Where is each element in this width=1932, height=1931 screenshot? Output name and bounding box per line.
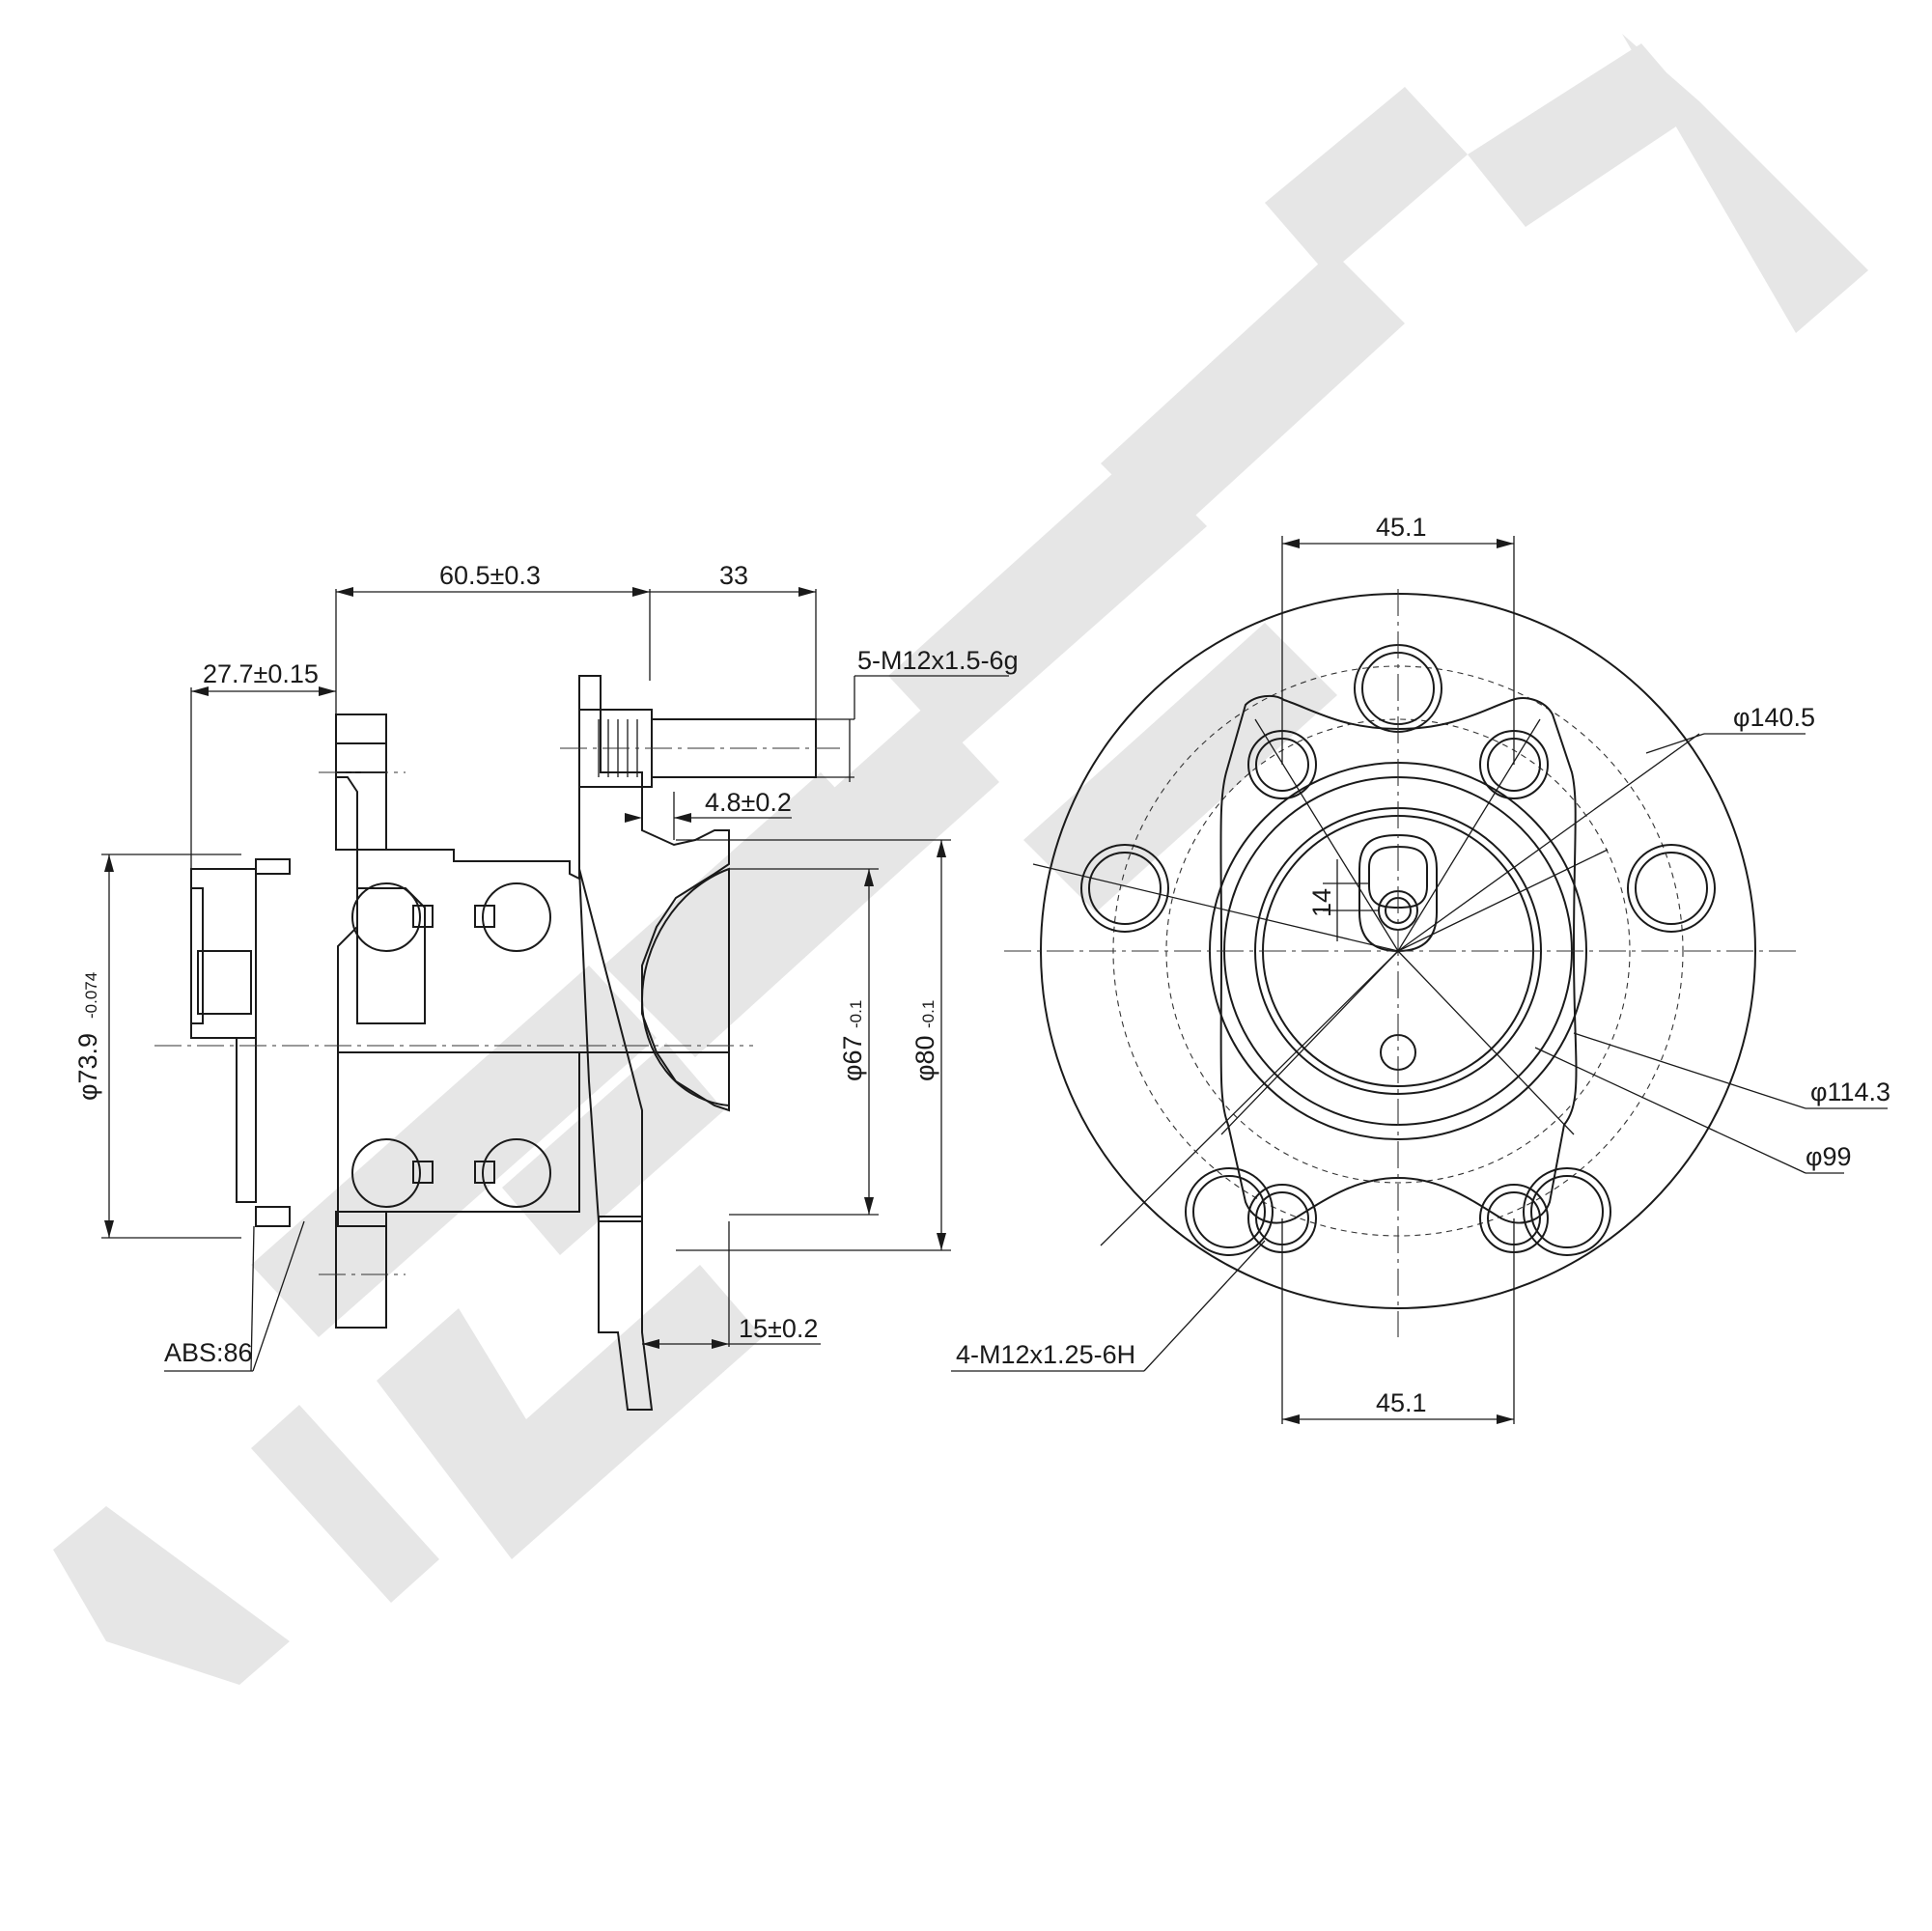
dim-67-tol: -0.1: [847, 1000, 865, 1028]
dim-4-8-label: 4.8±0.2: [705, 788, 792, 817]
hole-thread-label: 4-M12x1.25-6H: [956, 1340, 1135, 1369]
dim-67-label: φ67: [838, 1035, 867, 1081]
dim-14-label: 14: [1307, 888, 1336, 917]
dim-33-label: 33: [719, 561, 748, 590]
mounting-flange-lower: [598, 1216, 654, 1411]
dim-80-tol: -0.1: [919, 1000, 938, 1028]
dim-80-label: φ80: [910, 1035, 939, 1081]
dia-114-3-label: φ114.3: [1810, 1077, 1890, 1106]
abs-label: ABS:86: [164, 1338, 253, 1367]
dim-15-label: 15±0.2: [739, 1314, 818, 1343]
dia-140-5-label: φ140.5: [1733, 703, 1815, 732]
flange-upper: [335, 714, 387, 851]
watermark-logo: [53, 34, 1868, 1685]
abs-ring: [236, 1037, 257, 1203]
bearing-ball-3: [351, 1138, 421, 1208]
dim-bottom-45-1-label: 45.1: [1376, 1388, 1427, 1417]
flange-upper-hole: [335, 742, 387, 773]
dim-top-45-1-label: 45.1: [1376, 513, 1427, 542]
flange-lower: [335, 1211, 387, 1329]
side-view-dimensions: 60.5±0.3 33 27.7±0.15 5-M12x1.5-6g 4.8±0…: [73, 561, 1019, 1372]
dia-99-label: φ99: [1806, 1142, 1852, 1171]
hub-body-upper: [335, 675, 730, 1112]
bearing-ball-1: [351, 882, 421, 952]
dim-60-5-label: 60.5±0.3: [439, 561, 541, 590]
bearing-ball-4: [482, 1138, 551, 1208]
mounting-plate-outline: [1219, 694, 1578, 1224]
dim-73-9-label: φ73.9: [73, 1033, 102, 1101]
bearing-ball-2: [482, 882, 551, 952]
stud-thread-label: 5-M12x1.5-6g: [857, 646, 1019, 675]
side-section-view: [154, 675, 840, 1411]
dim-27-7-label: 27.7±0.15: [203, 659, 319, 688]
front-view-dimensions: 45.1 45.1 φ140.5 φ114.3 φ99 14 4-M12x1.2…: [951, 513, 1890, 1424]
hub-cup: [640, 867, 730, 1107]
abs-cap: [190, 868, 257, 1039]
dim-73-9-tol: -0.074: [82, 972, 100, 1019]
front-view: [1004, 589, 1796, 1337]
